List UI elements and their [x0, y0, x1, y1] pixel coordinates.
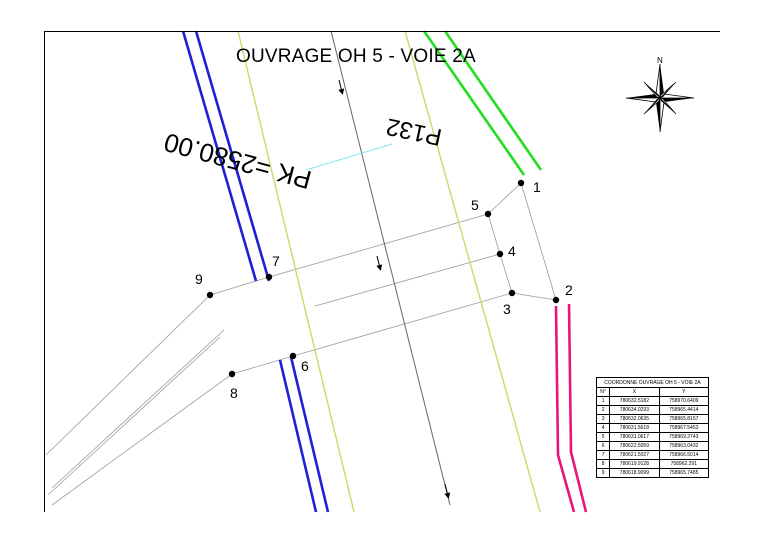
table-cell: 5: [595, 432, 611, 442]
road-edge-lines: [237, 30, 541, 513]
table-cell: 758965.8157: [658, 414, 710, 424]
point-3: [508, 289, 516, 297]
north-label: N: [657, 56, 663, 65]
point-1: [517, 179, 525, 187]
table-cell: 758965.4414: [658, 405, 710, 415]
table-cell: 780632.5182: [609, 396, 660, 406]
table-cell: 780631.0617: [609, 432, 660, 442]
point-9: [206, 291, 214, 299]
axis-arrow-bottom: [444, 483, 451, 499]
table-cell: 9: [595, 468, 611, 478]
point-label-6: 6: [301, 358, 309, 374]
table-header-x: X: [609, 387, 660, 397]
point-2: [552, 296, 560, 304]
point-label-8: 8: [230, 385, 238, 401]
table-caption-row: COORDONNE OUVRAGE OH 5 - VOIE 2A: [596, 377, 709, 388]
road-axis: [330, 30, 451, 506]
table-cell: 1: [595, 396, 611, 406]
table-cell: 780619.9128: [609, 459, 660, 469]
table-cell: 3: [595, 414, 611, 424]
table-cell: 780621.5027: [609, 450, 660, 460]
table-header-row: N° X Y: [595, 387, 710, 397]
table-cell: 758963.0432: [658, 441, 710, 451]
table-cell: 780634.0293: [609, 405, 660, 415]
point-6: [289, 352, 297, 360]
table-cell: 7: [595, 450, 611, 460]
table-cell: 780618.9099: [609, 468, 660, 478]
table-cell: 758966.5014: [658, 450, 710, 460]
survey-points: [206, 179, 560, 378]
table-cell: 758969.2743: [658, 432, 710, 442]
profile-line: [305, 143, 393, 171]
point-7: [265, 273, 273, 281]
axis-arrow-middle: [376, 255, 383, 271]
table-cell: 758970.6409: [658, 396, 710, 406]
axis-arrow-top: [338, 79, 345, 95]
point-5: [484, 210, 492, 218]
table-cell: 780632.0635: [609, 414, 660, 424]
table-cell: 758962.291: [658, 459, 710, 469]
table-header-y: Y: [658, 387, 710, 397]
point-label-4: 4: [508, 243, 516, 259]
blue-edge-lines: [181, 30, 330, 513]
page-title: OUVRAGE OH 5 - VOIE 2A: [236, 46, 476, 67]
drawing-frame: [44, 31, 720, 512]
point-label-9: 9: [195, 271, 203, 287]
north-arrow-icon: N: [625, 56, 695, 133]
magenta-edge-lines: [554, 303, 588, 513]
construction-lines: [45, 182, 557, 506]
point-label-5: 5: [471, 197, 479, 213]
table-cell: 8: [595, 459, 611, 469]
table-cell: 758965.7485: [658, 468, 710, 478]
table-cell: 758967.5453: [658, 423, 710, 433]
table-cell: 6: [595, 441, 611, 451]
coordinates-table: COORDONNE OUVRAGE OH 5 - VOIE 2A N° X Y …: [595, 377, 710, 478]
table-cell: 780631.5618: [609, 423, 660, 433]
point-labels: 1 2 3 4 5 6 7 8 9: [195, 179, 573, 401]
green-edge-lines: [422, 30, 543, 176]
point-label-3: 3: [503, 301, 511, 317]
table-cell: 780622.5059: [609, 441, 660, 451]
point-label-7: 7: [272, 253, 280, 269]
point-label-2: 2: [565, 282, 573, 298]
point-8: [228, 370, 236, 378]
point-4: [496, 250, 504, 258]
table-caption: COORDONNE OUVRAGE OH 5 - VOIE 2A: [596, 377, 709, 388]
point-label-1: 1: [533, 179, 541, 195]
table-cell: 2: [595, 405, 611, 415]
table-cell: 4: [595, 423, 611, 433]
table-header-n: N°: [595, 387, 611, 397]
